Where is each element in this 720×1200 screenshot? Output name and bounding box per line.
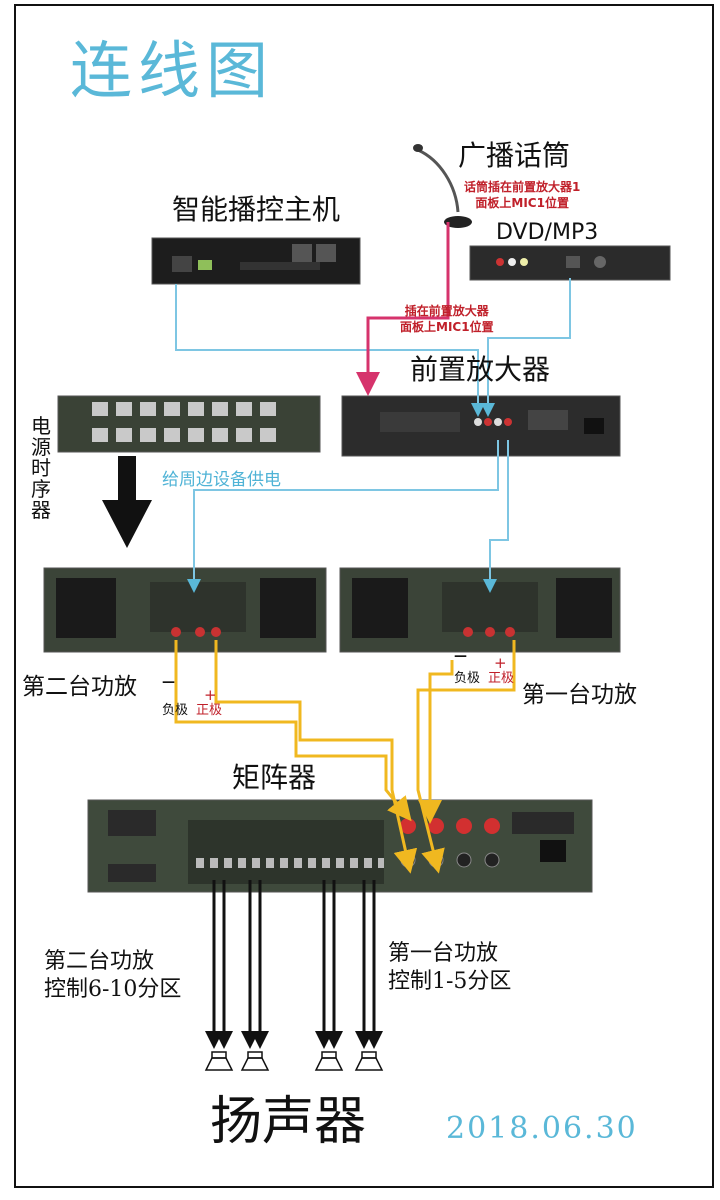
preamp-label: 前置放大器 xyxy=(410,353,551,386)
amp2-positive: 正极 xyxy=(196,703,223,718)
host-unit xyxy=(151,237,361,285)
amplifier-2-unit xyxy=(43,567,327,653)
amplifier-1-unit xyxy=(339,567,621,653)
mic-note: 话筒插在前置放大器1 面板上MIC1位置 xyxy=(464,180,580,211)
host-label: 智能播控主机 xyxy=(172,193,341,226)
sequencer-label: 电源时序器 xyxy=(31,414,51,522)
mic-note-line1: 话筒插在前置放大器1 xyxy=(464,180,581,194)
signal-wires xyxy=(175,278,571,593)
zone-second-note: 第二台功放 控制6-10分区 xyxy=(44,948,181,1003)
amp2-negative: 负极 xyxy=(162,703,189,718)
zone-second-line2: 控制6-10分区 xyxy=(44,976,182,1002)
speaker-icon xyxy=(204,1051,234,1071)
amp2-label: 第二台功放 xyxy=(22,674,137,700)
host-note-line2: 面板上MIC1位置 xyxy=(400,319,494,334)
speaker-label: 扬声器 xyxy=(210,1092,367,1152)
page-title: 连线图 xyxy=(70,34,275,107)
amp2-plus: + xyxy=(204,686,217,704)
zone-first-line2: 控制1-5分区 xyxy=(388,968,512,994)
sequencer-unit xyxy=(57,395,321,453)
host-note-line1: 插在前置放大器 xyxy=(404,304,489,318)
speaker-icon xyxy=(240,1051,270,1071)
speaker-icon xyxy=(354,1051,384,1071)
speaker-icon xyxy=(314,1051,344,1071)
amp1-negative: 负极 xyxy=(454,671,481,686)
amp1-label: 第一台功放 xyxy=(522,682,637,708)
zone-wires xyxy=(205,880,383,1049)
mic-label: 广播话筒 xyxy=(458,139,571,172)
preamp-unit xyxy=(341,395,621,457)
date-label: 2018.06.30 xyxy=(446,1111,638,1146)
power-note: 给周边设备供电 xyxy=(162,470,281,490)
amp1-minus: — xyxy=(454,649,467,664)
page-frame xyxy=(14,4,714,1188)
mic-wire xyxy=(356,222,450,396)
dvd-unit xyxy=(469,245,671,281)
host-note: 插在前置放大器 面板上MIC1位置 xyxy=(400,304,494,335)
amp2-minus: — xyxy=(162,675,175,690)
power-flow-arrow-icon xyxy=(102,456,152,548)
zone-second-line1: 第二台功放 xyxy=(44,949,155,974)
amp1-positive: 正极 xyxy=(488,671,515,686)
zone-first-note: 第一台功放 控制1-5分区 xyxy=(388,940,511,995)
matrix-label: 矩阵器 xyxy=(232,761,317,794)
zone-first-line1: 第一台功放 xyxy=(388,941,499,966)
matrix-unit xyxy=(87,799,593,893)
amp1-plus: + xyxy=(494,654,507,672)
speaker-wires xyxy=(174,640,516,874)
microphone-icon xyxy=(413,144,472,228)
mic-note-line2: 面板上MIC1位置 xyxy=(475,195,569,210)
dvd-label: DVD/MP3 xyxy=(496,220,599,245)
